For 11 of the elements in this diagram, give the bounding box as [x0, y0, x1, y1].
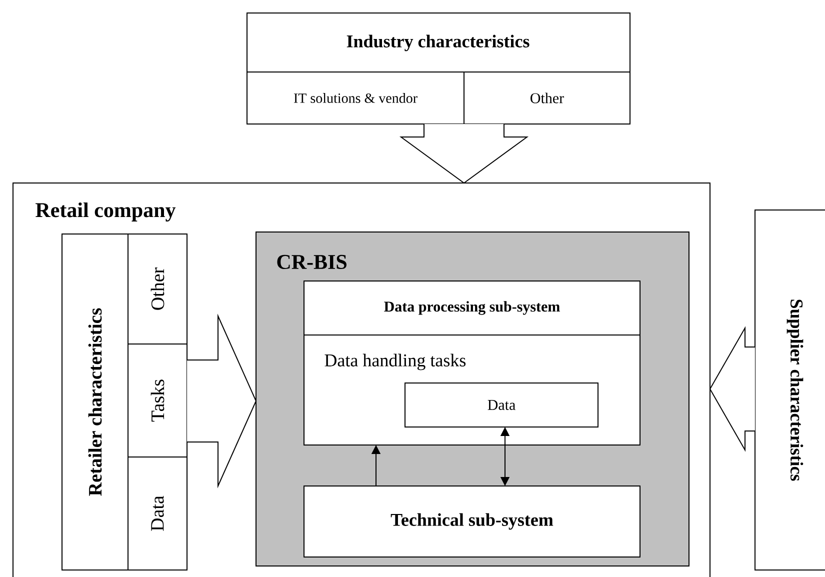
table-cell: Tasks — [128, 344, 188, 458]
data-box: Data — [404, 382, 598, 428]
table-cell: Other — [128, 234, 188, 344]
table-cell: Data — [128, 456, 188, 570]
block-arrow — [186, 314, 257, 488]
table-cell: IT solutions & vendor — [246, 72, 464, 124]
subsystem-box: Technical sub-system — [304, 486, 640, 558]
block-arrow — [709, 326, 756, 452]
category-box: Supplier characteristics — [754, 210, 825, 570]
table-cell: Other — [464, 72, 630, 124]
block-arrow — [399, 124, 529, 184]
